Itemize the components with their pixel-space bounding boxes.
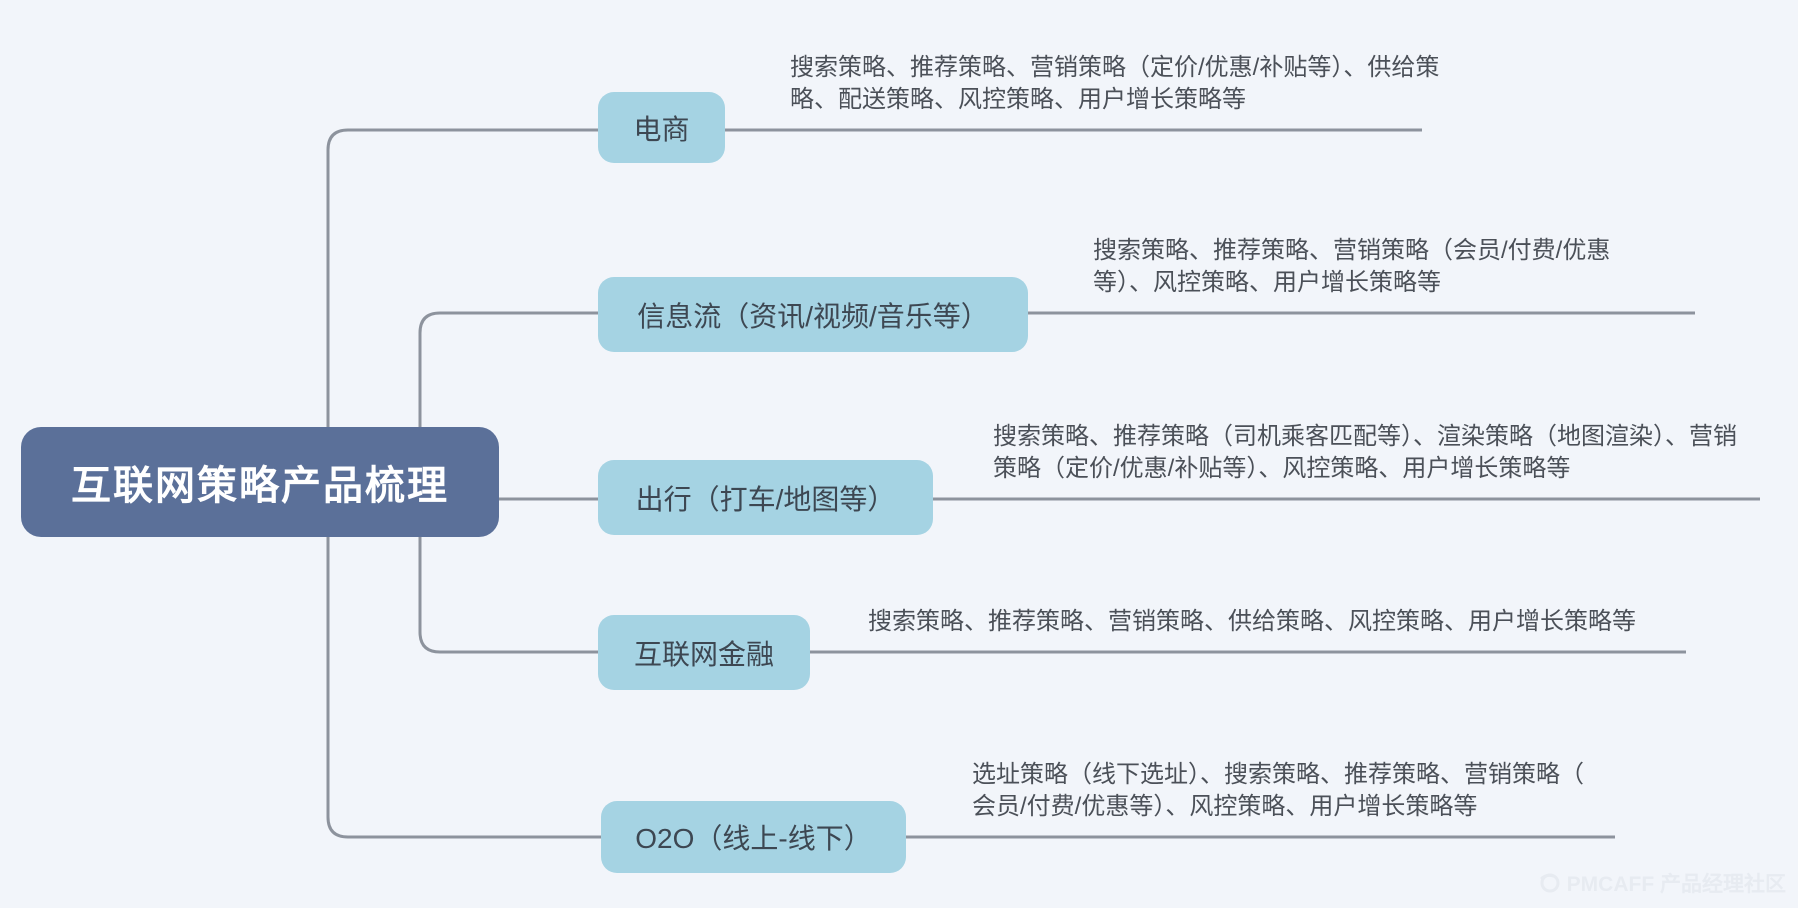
branch-detail-ecommerce: 搜索策略、推荐策略、营销策略（定价/优惠/补贴等）、供给策略、配送策略、风控策略… [790, 54, 1440, 113]
branch-node-fintech[interactable]: 互联网金融 [598, 615, 810, 690]
branch-detail-travel: 搜索策略、推荐策略（司机乘客匹配等）、渲染策略（地图渲染）、营销策略（定价/优惠… [993, 423, 1737, 482]
branch-detail-o2o: 选址策略（线下选址）、搜索策略、推荐策略、营销策略（会员/付费/优惠等）、风控策… [972, 761, 1584, 820]
watermark: PMCAFF 产品经理社区 [1539, 868, 1786, 898]
pmcaff-cup-icon [1539, 872, 1561, 894]
branch-node-o2o[interactable]: O2O（线上-线下） [601, 801, 906, 873]
watermark-text: PMCAFF 产品经理社区 [1566, 873, 1786, 896]
branch-detail-fintech: 搜索策略、推荐策略、营销策略、供给策略、风控策略、用户增长策略等 [868, 608, 1636, 635]
root-node[interactable]: 互联网策略产品梳理 [21, 427, 499, 537]
branch-node-travel[interactable]: 出行（打车/地图等） [598, 460, 933, 535]
branch-node-ecommerce[interactable]: 电商 [598, 92, 725, 163]
branch-node-feed[interactable]: 信息流（资讯/视频/音乐等） [598, 277, 1028, 352]
branch-detail-feed: 搜索策略、推荐策略、营销策略（会员/付费/优惠等）、风控策略、用户增长策略等 [1093, 237, 1611, 296]
